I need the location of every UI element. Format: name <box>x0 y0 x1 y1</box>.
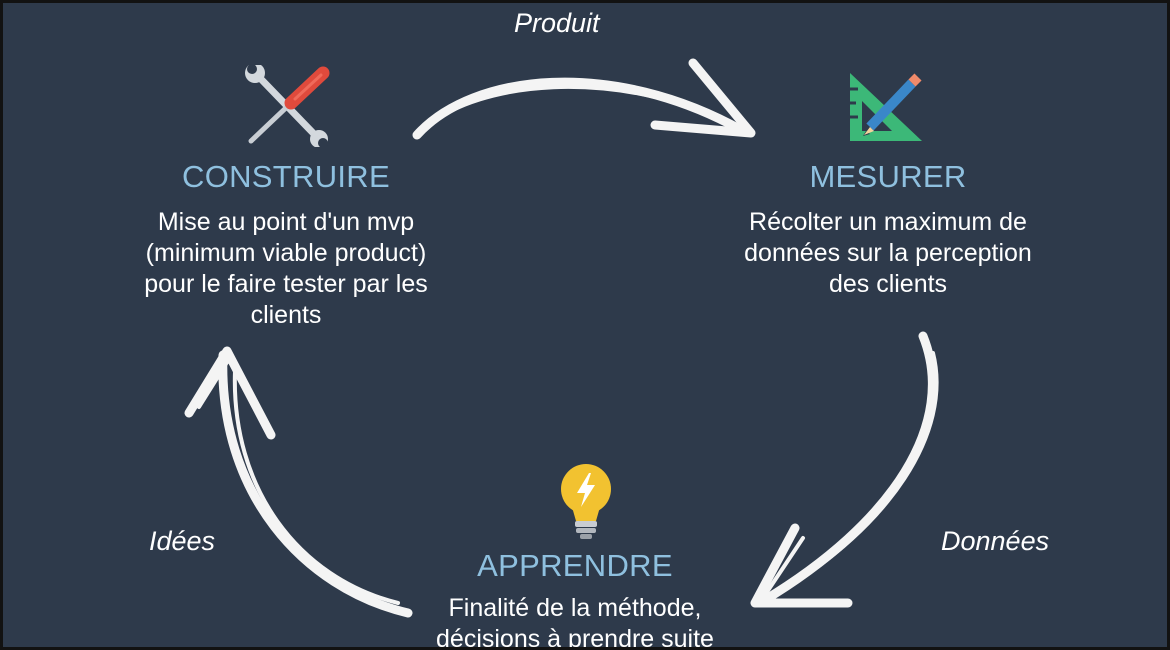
stage-desc-mesurer: Récolter un maximum de données sur la pe… <box>717 207 1059 300</box>
wrench-screwdriver-icon <box>245 65 330 147</box>
stage-desc-line: clients <box>250 301 322 329</box>
ruler-pencil-icon <box>850 73 922 141</box>
arrow-produit <box>412 58 756 140</box>
stage-desc-line: (minimum viable product) <box>145 239 427 267</box>
cycle-arrows <box>184 58 939 618</box>
edge-label-donnees: Données <box>941 526 1050 556</box>
edge-label-produit: Produit <box>514 8 600 38</box>
lightbulb-icon <box>561 464 611 539</box>
arrow-donnees <box>750 331 939 608</box>
stage-desc-line: Mise au point d'un mvp <box>157 208 415 236</box>
stage-desc-line: décisions à prendre suite <box>436 625 714 650</box>
stage-title-mesurer: MESURER <box>809 159 967 194</box>
stage-desc-construire: Mise au point d'un mvp (minimum viable p… <box>121 207 451 331</box>
stage-desc-line: pour le faire tester par les <box>144 270 428 298</box>
stage-desc-line: des clients <box>828 270 948 298</box>
edge-label-idees: Idées <box>149 526 216 556</box>
stage-title-apprendre: APPRENDRE <box>477 548 673 583</box>
stage-desc-line: Récolter un maximum de <box>749 208 1027 236</box>
stage-title-construire: CONSTRUIRE <box>182 159 390 194</box>
arrow-idees <box>184 346 413 618</box>
stage-desc-apprendre: Finalité de la méthode, décisions à pren… <box>405 593 745 650</box>
stage-desc-line: Finalité de la méthode, <box>448 594 702 622</box>
stage-desc-line: données sur la perception <box>744 239 1032 267</box>
